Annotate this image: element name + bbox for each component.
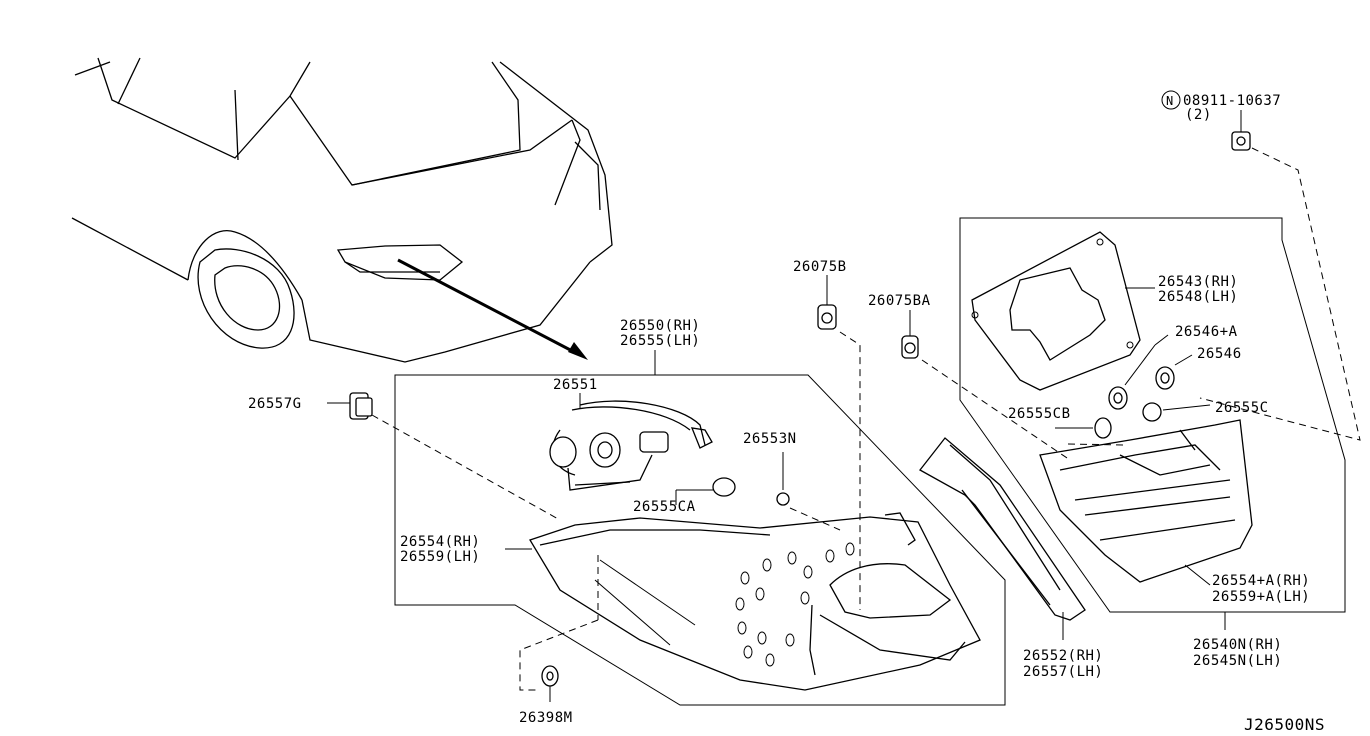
bulb-26555c-illustration bbox=[1142, 402, 1162, 422]
label-26552: 26552(RH) bbox=[1023, 648, 1103, 664]
label-26555cb: 26555CB bbox=[1008, 406, 1071, 422]
label-26546a: 26546+A bbox=[1175, 324, 1238, 340]
socket-26546-illustration bbox=[1155, 366, 1175, 390]
label-26555ca: 26555CA bbox=[633, 499, 696, 515]
diagram-id: J26500NS bbox=[1244, 715, 1325, 734]
circled-n-icon: N bbox=[1161, 90, 1181, 110]
label-26557: 26557(LH) bbox=[1023, 664, 1103, 680]
label-26543: 26543(RH) bbox=[1158, 274, 1238, 290]
label-26557g: 26557G bbox=[248, 396, 302, 412]
label-26546: 26546 bbox=[1197, 346, 1242, 362]
label-26550: 26550(RH) bbox=[620, 318, 700, 334]
label-nut-code: 08911-10637 bbox=[1183, 93, 1281, 109]
label-26553n: 26553N bbox=[743, 431, 797, 447]
nut-08911-illustration bbox=[1231, 131, 1251, 151]
direction-arrow bbox=[397, 258, 588, 360]
tail-lens-illustration bbox=[529, 512, 981, 691]
garnish-26552-illustration bbox=[919, 437, 1086, 621]
car-body-illustration bbox=[71, 57, 613, 363]
label-26555: 26555(LH) bbox=[620, 333, 700, 349]
lamp-assembly-frame bbox=[394, 374, 1006, 706]
gasket-26543-illustration bbox=[971, 231, 1141, 391]
label-26559: 26559(LH) bbox=[400, 549, 480, 565]
inner-lens-illustration bbox=[1039, 419, 1253, 583]
nut-26398m-illustration bbox=[541, 665, 559, 687]
bulb-26555cb-illustration bbox=[1094, 417, 1112, 439]
label-nut-qty: (2) bbox=[1185, 107, 1212, 123]
label-26398m: 26398M bbox=[519, 710, 573, 726]
label-26075b: 26075B bbox=[793, 259, 847, 275]
bulb-26555ca-illustration bbox=[712, 477, 736, 497]
lens-dots bbox=[735, 542, 855, 667]
label-26545n: 26545N(LH) bbox=[1193, 653, 1282, 669]
label-26551: 26551 bbox=[553, 377, 598, 393]
svg-text:N: N bbox=[1166, 94, 1174, 108]
combination-lamp-frame bbox=[959, 217, 1346, 613]
label-26555c: 26555C bbox=[1215, 400, 1269, 416]
label-26554a: 26554+A(RH) bbox=[1212, 573, 1310, 589]
label-26554: 26554(RH) bbox=[400, 534, 480, 550]
clip-26557g-illustration bbox=[349, 392, 373, 420]
label-26075ba: 26075BA bbox=[868, 293, 931, 309]
grommet-26075b-illustration bbox=[817, 304, 837, 330]
label-26559a: 26559+A(LH) bbox=[1212, 589, 1310, 605]
grommet-26075ba-illustration bbox=[901, 335, 919, 359]
gasket-26553n-illustration bbox=[776, 492, 790, 506]
label-26540n: 26540N(RH) bbox=[1193, 637, 1282, 653]
socket-26546a-illustration bbox=[1108, 386, 1128, 410]
harness-socket-illustration bbox=[549, 400, 713, 491]
label-26548: 26548(LH) bbox=[1158, 289, 1238, 305]
